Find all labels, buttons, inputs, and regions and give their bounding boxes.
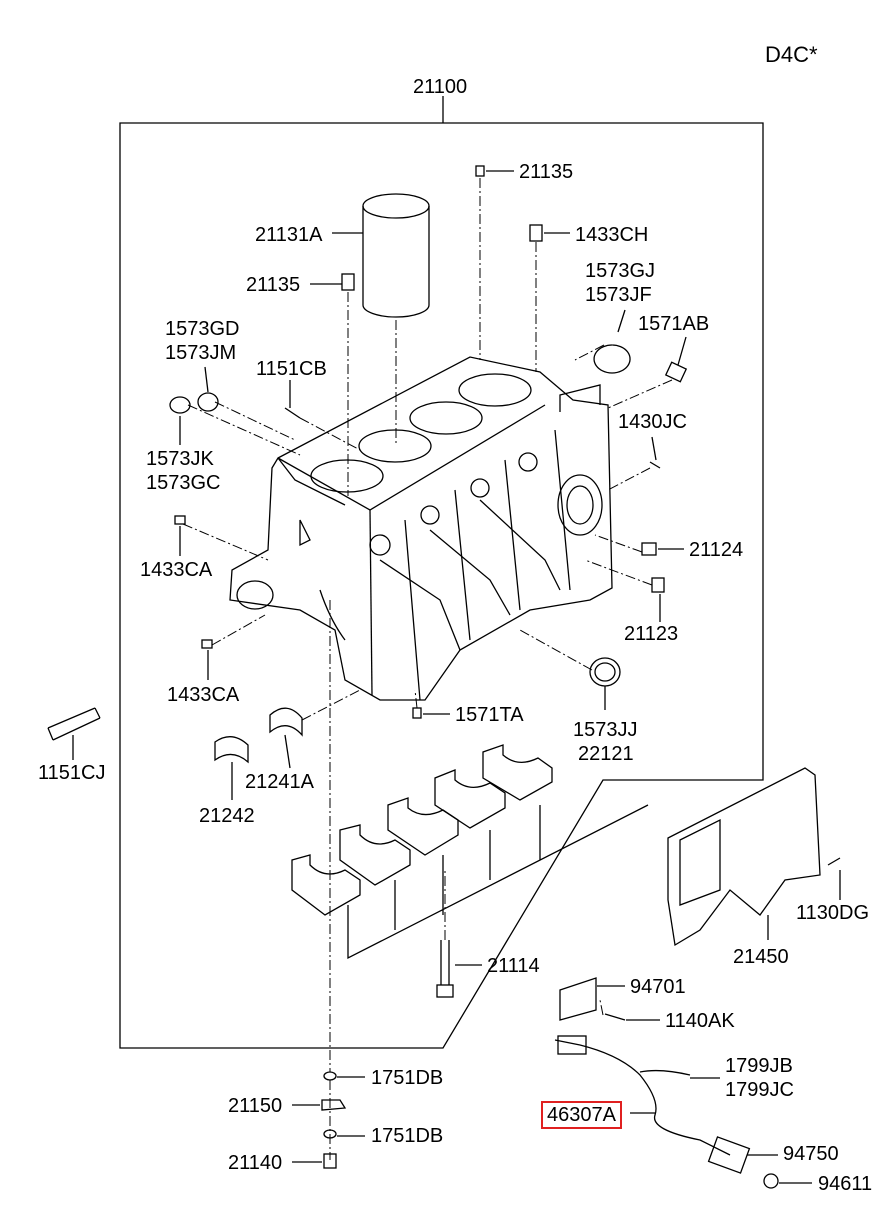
cylinder-liner (362, 193, 430, 318)
part-label-1573GJ-group: 1573GJ 1573JF (585, 259, 655, 307)
part-label-1433CH: 1433CH (575, 224, 649, 246)
part-label-1573JJ-group: 1573JJ 22121 (573, 718, 638, 766)
part-label-94611: 94611 (818, 1173, 873, 1195)
cylinder-block (229, 356, 613, 701)
part-label-21450: 21450 (733, 946, 789, 968)
part-label-1430JC: 1430JC (618, 411, 687, 433)
part-label-1799JC: 1799JC (725, 1079, 794, 1101)
part-label-21135-top: 21135 (519, 161, 574, 183)
part-label-1799JB: 1799JB (725, 1055, 793, 1077)
part-label-1573JK: 1573JK (146, 448, 214, 470)
part-label-94750: 94750 (783, 1143, 839, 1165)
engine-code: D4C* (765, 42, 818, 67)
sensor-harness (554, 1039, 731, 1156)
part-label-1799JB-group: 1799JB 1799JC (725, 1054, 794, 1102)
part-label-1573GJ: 1573GJ (585, 260, 656, 282)
assembly-frame (119, 122, 764, 1049)
oil-baffle-plate (667, 767, 821, 947)
part-label-21114: 21114 (487, 955, 540, 977)
part-label-21123: 21123 (624, 623, 679, 645)
part-label-21131A: 21131A (255, 224, 323, 246)
part-label-21124: 21124 (689, 539, 744, 561)
part-label-1151CJ: 1151CJ (38, 762, 106, 784)
part-label-21241A: 21241A (245, 771, 314, 793)
part-label-94701: 94701 (630, 976, 686, 998)
part-label-21135-left: 21135 (246, 274, 301, 296)
main-bearing-caps (291, 744, 649, 960)
part-label-46307A-highlighted[interactable]: 46307A (541, 1101, 622, 1129)
part-label-21100: 21100 (413, 76, 468, 98)
part-label-1571AB: 1571AB (638, 313, 710, 335)
part-label-1573GD: 1573GD (165, 318, 240, 340)
part-label-1751DB-upper: 1751DB (371, 1067, 444, 1089)
part-label-1140AK: 1140AK (665, 1010, 735, 1032)
part-label-21140: 21140 (228, 1152, 283, 1174)
part-label-1573GD-group: 1573GD 1573JM (165, 317, 240, 365)
part-label-1433CA-lower: 1433CA (167, 684, 240, 706)
part-label-1573JF: 1573JF (585, 284, 652, 306)
part-label-1573JJ: 1573JJ (573, 719, 638, 741)
part-label-21150: 21150 (228, 1095, 283, 1117)
part-label-1751DB-lower: 1751DB (371, 1125, 444, 1147)
part-label-1433CA-upper: 1433CA (140, 559, 213, 581)
part-label-21242: 21242 (199, 805, 255, 827)
part-label-1573GC: 1573GC (146, 472, 221, 494)
part-label-22121: 22121 (578, 743, 634, 765)
part-label-1151CB: 1151CB (256, 358, 327, 380)
part-label-1573JK-group: 1573JK 1573GC (146, 447, 221, 495)
part-label-1130DG: 1130DG (796, 902, 870, 924)
part-label-1571TA: 1571TA (455, 704, 524, 726)
part-label-1573JM: 1573JM (165, 342, 237, 364)
